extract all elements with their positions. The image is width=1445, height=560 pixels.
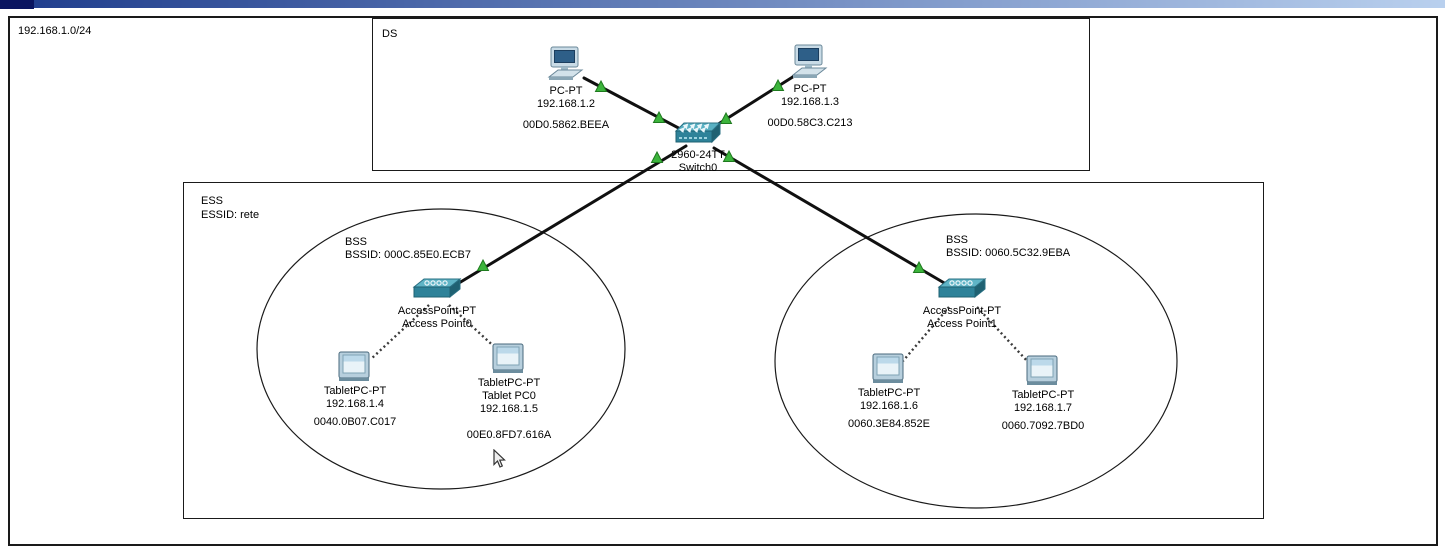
subnet-boundary-box: 192.168.1.0/24	[8, 16, 1438, 546]
link-status-arrow	[771, 78, 785, 91]
bss-left-title: BSS	[345, 236, 368, 248]
access-point-icon	[938, 278, 986, 298]
device-tablet-pc0[interactable]: TabletPC-PT Tablet PC0 192.168.1.5 00E0.…	[434, 342, 584, 442]
device-model: TabletPC-PT	[1011, 389, 1075, 401]
link-switch0-ap0[interactable]	[452, 144, 688, 288]
bss-right-title: BSS	[946, 234, 969, 246]
pc-icon	[792, 44, 827, 79]
device-model: TabletPC-PT	[477, 377, 541, 389]
window-top-edge	[0, 0, 1445, 8]
device-model: TabletPC-PT	[323, 385, 387, 397]
link-switch0-ap1[interactable]	[712, 146, 948, 286]
bss-right-bssid: BSSID: 0060.5C32.9EBA	[946, 247, 1071, 259]
tablet-icon	[872, 353, 904, 384]
device-tablet-192-168-1-6[interactable]: TabletPC-PT 192.168.1.6 0060.3E84.852E	[814, 352, 964, 431]
link-status-arrow	[912, 260, 926, 273]
subnet-label: 192.168.1.0/24	[18, 25, 92, 37]
device-name: 192.168.1.2	[536, 98, 596, 110]
device-tablet-192-168-1-4[interactable]: TabletPC-PT 192.168.1.4 0040.0B07.C017	[280, 350, 430, 429]
access-point-icon	[413, 278, 461, 298]
device-tablet-192-168-1-7[interactable]: TabletPC-PT 192.168.1.7 0060.7092.7BD0	[968, 354, 1118, 433]
tablet-icon	[1026, 355, 1058, 386]
device-model: PC-PT	[549, 85, 583, 97]
essid-label: ESSID: rete	[201, 209, 260, 221]
link-status-arrow	[650, 150, 664, 163]
device-name: 192.168.1.4	[325, 398, 385, 410]
mouse-cursor	[492, 448, 506, 474]
device-model: 2960-24TT	[671, 149, 725, 161]
device-mac: 0060.7092.7BD0	[1001, 420, 1085, 432]
ds-box: DS	[372, 18, 1090, 171]
tablet-icon	[338, 351, 370, 382]
wireless-link-ap0-tablet-a[interactable]	[370, 304, 430, 360]
bss-left-label: BSS BSSID: 000C.85E0.ECB7	[345, 236, 471, 262]
device-model: AccessPoint-PT	[922, 305, 1002, 317]
device-name: Switch0	[678, 162, 718, 174]
device-model: TabletPC-PT	[857, 387, 921, 399]
device-mac: 0060.3E84.852E	[848, 418, 930, 430]
link-status-arrow	[594, 79, 608, 92]
switch-icon	[674, 122, 722, 148]
device-access-point0[interactable]: AccessPoint-PT Access Point0	[362, 276, 512, 331]
window-top-left-notch	[0, 0, 34, 9]
bss-right-ellipse	[774, 213, 1178, 509]
ess-box: ESS ESSID: rete	[183, 182, 1264, 519]
device-model: PC-PT	[793, 83, 827, 95]
wireless-link-ap1-tablet-c[interactable]	[902, 306, 950, 362]
device-switch0[interactable]: 2960-24TT Switch0	[623, 122, 773, 175]
bss-right-label: BSS BSSID: 0060.5C32.9EBA	[946, 234, 1070, 260]
device-mac: 00D0.58C3.C213	[767, 117, 853, 129]
device-pc1[interactable]: PC-PT 192.168.1.3 00D0.58C3.C213	[735, 44, 885, 130]
device-mac: 00E0.8FD7.616A	[466, 429, 552, 441]
wireless-link-ap0-tablet-b[interactable]	[448, 304, 501, 353]
link-status-arrow	[719, 111, 733, 124]
ess-label: ESS	[201, 195, 224, 207]
link-status-arrow	[652, 110, 666, 123]
device-name: Access Point0	[402, 318, 472, 330]
ds-label: DS	[382, 28, 398, 40]
device-mac: 0040.0B07.C017	[313, 416, 397, 428]
device-name: Tablet PC0	[482, 390, 536, 402]
device-name: Access Point1	[927, 318, 997, 330]
device-name: 192.168.1.3	[780, 96, 840, 108]
device-name: 192.168.1.6	[859, 400, 919, 412]
bss-left-bssid: BSSID: 000C.85E0.ECB7	[345, 249, 471, 261]
device-ip: 192.168.1.5	[479, 403, 539, 415]
device-name: 192.168.1.7	[1013, 402, 1073, 414]
device-access-point1[interactable]: AccessPoint-PT Access Point1	[887, 276, 1037, 331]
device-pc0[interactable]: PC-PT 192.168.1.2 00D0.5862.BEEA	[491, 46, 641, 132]
pc-icon	[548, 46, 583, 81]
device-model: AccessPoint-PT	[397, 305, 477, 317]
tablet-icon	[492, 343, 524, 374]
device-mac: 00D0.5862.BEEA	[522, 119, 610, 131]
link-status-arrow	[476, 258, 490, 271]
bss-left-ellipse	[256, 208, 626, 490]
link-status-arrow	[722, 149, 736, 162]
